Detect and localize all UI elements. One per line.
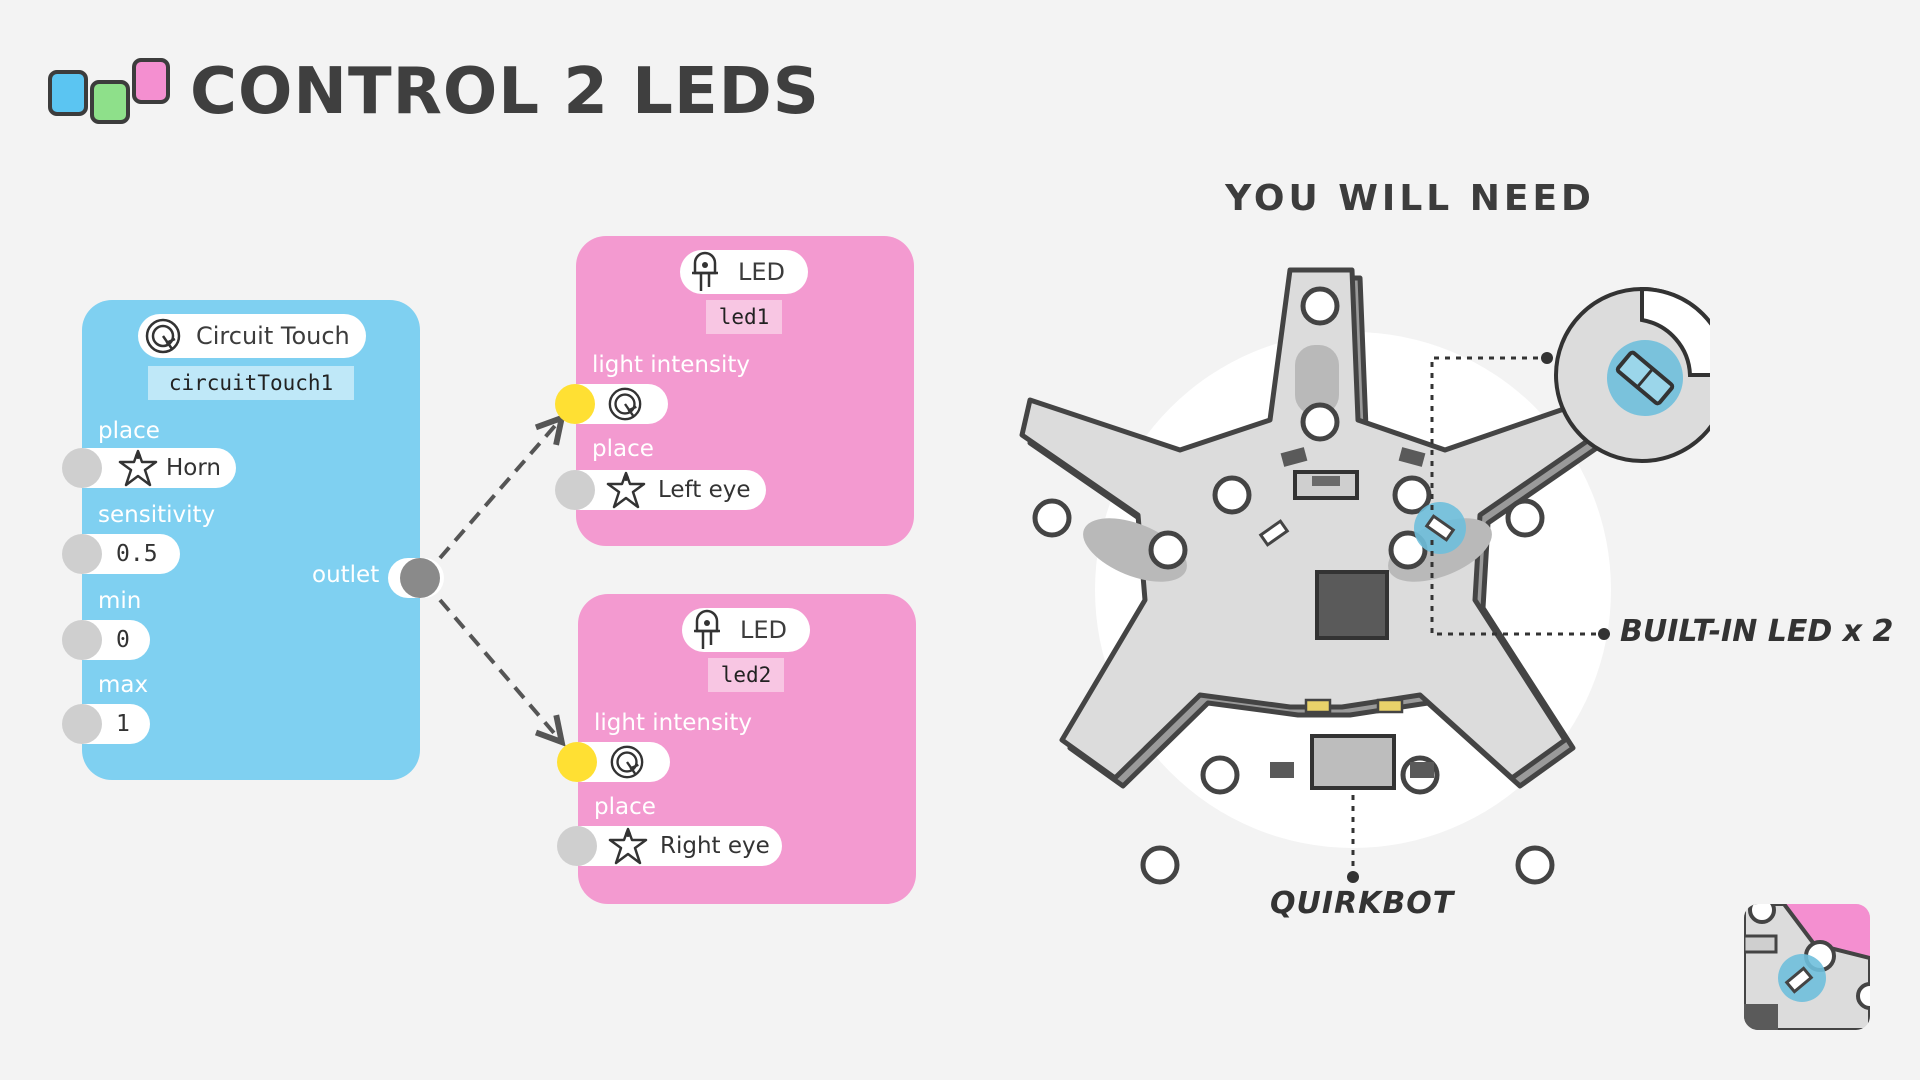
- built-in-led-left: [1258, 519, 1290, 547]
- page-title: CONTROL 2 LEDS: [190, 55, 820, 129]
- outlet-port[interactable]: [400, 558, 440, 598]
- logo-pink-square: [132, 58, 170, 104]
- sensitivity-label: sensitivity: [98, 502, 216, 528]
- led-icon: [680, 250, 730, 294]
- quirkbot-icon: [112, 448, 164, 488]
- thumbnail-preview[interactable]: [1744, 904, 1870, 1030]
- led2-header[interactable]: LED: [682, 608, 810, 652]
- led1-intensity-port[interactable]: [555, 384, 595, 424]
- min-value: 0: [116, 627, 130, 653]
- logo-blue-square: [48, 70, 88, 116]
- touch-icon: [602, 744, 652, 780]
- quirkbot-board: [1019, 267, 1710, 885]
- led2-place-field[interactable]: Right eye: [562, 826, 782, 866]
- led2-intensity-port[interactable]: [557, 742, 597, 782]
- max-port[interactable]: [62, 704, 102, 744]
- led2-intensity-label: light intensity: [594, 710, 753, 736]
- led2-id[interactable]: led2: [708, 658, 784, 692]
- led1-place-port[interactable]: [555, 470, 595, 510]
- sensitivity-port[interactable]: [62, 534, 102, 574]
- built-in-led-callout: BUILT-IN LED x 2: [1620, 614, 1894, 649]
- circuit-touch-title: Circuit Touch: [196, 322, 350, 350]
- led1-id[interactable]: led1: [706, 300, 782, 334]
- place-label: place: [98, 418, 160, 444]
- led2-place-port[interactable]: [557, 826, 597, 866]
- sensitivity-value: 0.5: [116, 541, 158, 567]
- logo-green-square: [90, 80, 130, 124]
- max-label: max: [98, 672, 149, 698]
- led1-title: LED: [738, 258, 786, 286]
- place-port[interactable]: [62, 448, 102, 488]
- outlet-label: outlet: [312, 562, 380, 588]
- led1-header[interactable]: LED: [680, 250, 808, 294]
- touch-icon: [138, 314, 188, 358]
- circuit-touch-header[interactable]: Circuit Touch: [138, 314, 366, 358]
- led2-place-label: place: [594, 794, 656, 820]
- led1-place-value: Left eye: [658, 477, 751, 503]
- quirkbot-icon: [600, 470, 652, 510]
- min-port[interactable]: [62, 620, 102, 660]
- touch-icon: [600, 386, 650, 422]
- led-icon: [682, 608, 732, 652]
- place-value: Horn: [166, 455, 221, 481]
- logo: [48, 56, 178, 126]
- quirkbot-label: QUIRKBOT: [1270, 886, 1455, 921]
- built-in-led-right: [1424, 514, 1456, 542]
- you-will-need-heading: YOU WILL NEED: [1225, 178, 1595, 219]
- led1-intensity-label: light intensity: [592, 352, 751, 378]
- led1-place-label: place: [592, 436, 654, 462]
- max-value: 1: [116, 711, 130, 737]
- led2-place-value: Right eye: [660, 833, 770, 859]
- quirkbot-icon: [602, 826, 654, 866]
- wire-to-led1: [438, 420, 560, 560]
- led2-title: LED: [740, 616, 788, 644]
- wire-to-led2: [438, 598, 560, 740]
- min-label: min: [98, 588, 142, 614]
- circuit-touch-id[interactable]: circuitTouch1: [148, 366, 354, 400]
